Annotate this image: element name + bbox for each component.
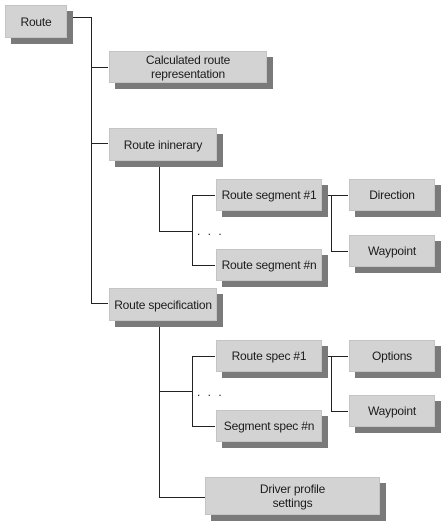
connector-itinerary-to-branch — [159, 231, 193, 232]
connector-to-specification — [91, 303, 108, 304]
connector-to-segment-waypoint — [331, 251, 348, 252]
connector-segment-branch — [331, 195, 332, 252]
node-label: Direction — [369, 188, 415, 202]
connector-itinerary-trunk — [159, 165, 160, 232]
node-driver-profile-settings: Driver profile settings — [205, 477, 380, 515]
node-route-spec-1: Route spec #1 — [216, 340, 322, 372]
node-label: Segment spec #n — [223, 419, 315, 433]
connector-route-trunk — [91, 17, 92, 304]
node-label: Waypoint — [368, 244, 416, 258]
node-label: Route segment #1 — [221, 188, 317, 202]
node-label-line-2: settings — [272, 496, 313, 510]
connector-route-stub — [72, 17, 92, 18]
connector-itinerary-branch — [192, 195, 193, 266]
node-route-specification: Route specification — [109, 288, 217, 321]
connector-specification-branch — [192, 356, 193, 427]
node-label: Route — [20, 14, 52, 29]
connector-to-itinerary — [91, 143, 108, 144]
node-label-line-1: Driver profile — [259, 482, 326, 496]
node-segment-spec-n: Segment spec #n — [216, 410, 322, 442]
node-label: Calculated route representation — [145, 53, 231, 81]
node-label: Route segment #n — [221, 258, 317, 272]
connector-to-segment-1 — [192, 195, 215, 196]
connector-to-options — [331, 356, 348, 357]
ellipsis-specification: . . . — [197, 385, 224, 399]
node-route: Route — [5, 5, 67, 38]
node-label: Route ininerary — [123, 137, 203, 152]
connector-to-calculated — [91, 67, 108, 68]
node-label: Route spec #1 — [231, 349, 307, 363]
connector-specification-trunk — [159, 325, 160, 498]
connector-specification-to-branch — [159, 391, 193, 392]
connector-to-direction — [331, 195, 348, 196]
connector-spec-branch — [331, 356, 332, 412]
node-direction: Direction — [349, 179, 435, 211]
connector-to-segment-spec-n — [192, 426, 215, 427]
node-route-itinerary: Route ininerary — [109, 128, 217, 161]
connector-to-driver-profile — [159, 497, 206, 498]
node-segment-waypoint: Waypoint — [349, 235, 435, 267]
connector-to-segment-n — [192, 265, 215, 266]
node-route-segment-1: Route segment #1 — [216, 179, 322, 211]
node-label: Options — [372, 349, 412, 363]
connector-to-spec-waypoint — [331, 411, 348, 412]
node-options: Options — [349, 340, 435, 372]
ellipsis-itinerary: . . . — [197, 224, 224, 238]
node-spec-waypoint: Waypoint — [349, 395, 435, 427]
node-label: Route specification — [114, 297, 212, 312]
node-calculated-route-representation: Calculated route representation — [109, 51, 267, 83]
connector-to-spec-1 — [192, 356, 215, 357]
node-route-segment-n: Route segment #n — [216, 249, 322, 281]
node-label: Waypoint — [368, 404, 416, 418]
